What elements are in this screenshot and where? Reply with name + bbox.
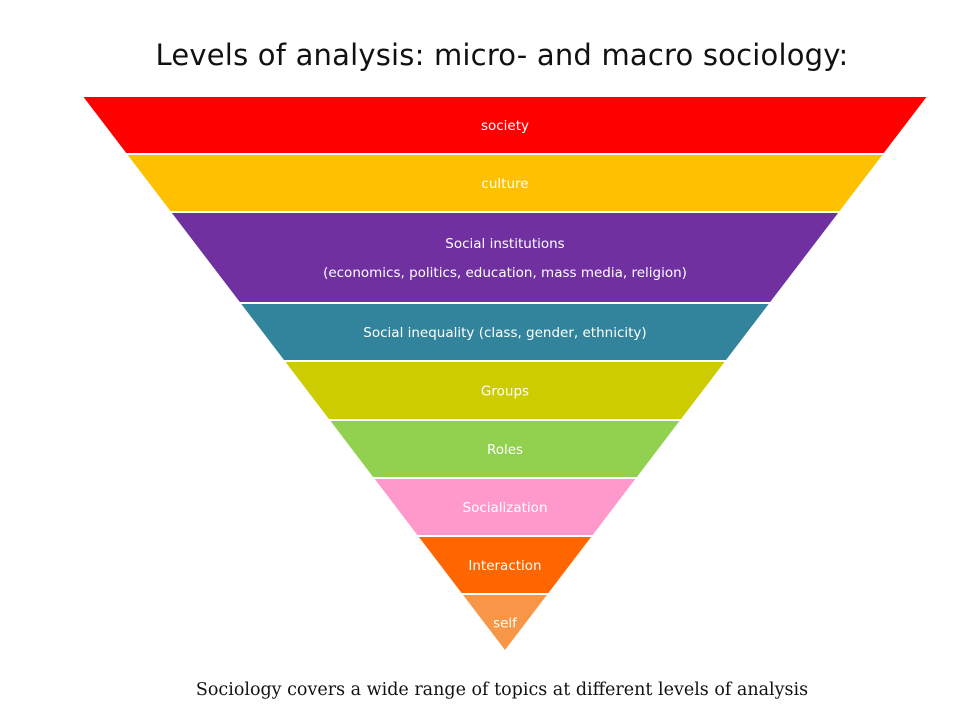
pyramid-level-3 <box>171 213 839 302</box>
slide-title: Levels of analysis: micro- and macro soc… <box>155 38 849 72</box>
pyramid-level-6-label: Roles <box>487 442 523 458</box>
pyramid-level-6 <box>330 421 680 477</box>
pyramid-level-5 <box>285 362 725 419</box>
pyramid-level-2-label: culture <box>481 176 528 192</box>
pyramid-level-7 <box>374 479 636 535</box>
pyramid-level-4-label: Social inequality (class, gender, ethnic… <box>363 325 646 341</box>
pyramid-level-1 <box>83 97 927 153</box>
slide-caption: Sociology covers a wide range of topics … <box>195 680 809 700</box>
pyramid-level-9 <box>463 595 547 650</box>
pyramid-level-1-label: society <box>481 118 529 134</box>
pyramid-level-5-label: Groups <box>481 384 529 400</box>
pyramid-level-8 <box>418 537 592 593</box>
pyramid-level-3-label: (economics, politics, education, mass me… <box>323 265 687 281</box>
pyramid-level-7-label: Socialization <box>463 500 548 516</box>
pyramid-level-2 <box>127 155 883 211</box>
pyramid-level-4 <box>241 304 769 360</box>
pyramid-level-9-label: self <box>493 616 518 632</box>
pyramid-level-3-label: Social institutions <box>445 236 564 252</box>
pyramid-level-8-label: Interaction <box>468 558 541 574</box>
